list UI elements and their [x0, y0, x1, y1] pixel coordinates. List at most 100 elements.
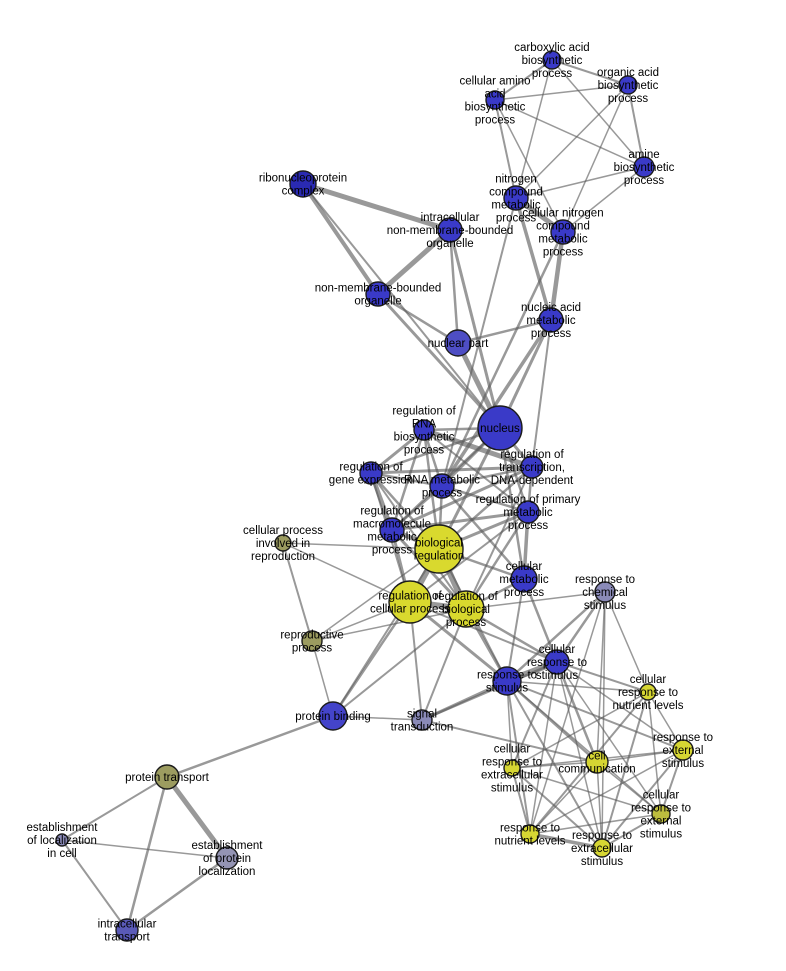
- edge-bioReg-reproduction: [311, 548, 440, 642]
- edge-regPrimary-regMacro: [390, 510, 530, 532]
- node-reproduction[interactable]: [301, 630, 323, 652]
- edge-cellRespNutrient-cellRespExtra: [511, 691, 649, 769]
- node-regCellProc[interactable]: [388, 580, 432, 624]
- edge-organelle-nuclearPart: [376, 292, 460, 345]
- edge-carboxylic-amine: [551, 59, 645, 168]
- node-respChem[interactable]: [594, 581, 616, 603]
- edge-cellRespStim-respExtra: [556, 661, 603, 849]
- edge-aminoAcid-nitrogen: [494, 99, 517, 199]
- node-estProtLoc[interactable]: [215, 846, 239, 870]
- node-regGene[interactable]: [359, 461, 383, 485]
- node-respNutrient[interactable]: [520, 824, 540, 844]
- edge-cellComm-respExtra: [596, 761, 603, 849]
- edge-cellRespStim-respExternal: [556, 661, 684, 751]
- edge-proteinTransport-estLoc: [61, 776, 168, 841]
- node-cellProcRepro[interactable]: [274, 534, 292, 552]
- edge-cellMetab-cellRespStim: [522, 577, 559, 664]
- edge-respChem-cellRespStim: [555, 590, 607, 664]
- edge-rnp-intraOrganelle: [300, 181, 453, 233]
- edge-respChem-respNutrient: [529, 591, 606, 835]
- node-estLoc[interactable]: [55, 833, 69, 847]
- edge-respStim-cellRespNutrient: [506, 680, 649, 693]
- node-cellRespNutrient[interactable]: [639, 683, 657, 701]
- node-proteinTransport[interactable]: [154, 764, 180, 790]
- node-respStim[interactable]: [492, 666, 522, 696]
- node-rnaMetab[interactable]: [429, 473, 455, 499]
- edge-intraOrganelle-organelle: [375, 227, 453, 297]
- node-regRna[interactable]: [413, 419, 435, 441]
- edge-organicAcid-cellNitrogen: [562, 84, 629, 233]
- node-nucleus[interactable]: [477, 405, 523, 451]
- edge-amine-nitrogen: [515, 166, 645, 199]
- node-nucleicAcid[interactable]: [538, 307, 564, 333]
- edge-regCellProc-cellRespStim: [409, 601, 558, 663]
- edge-cellComm-respNutrient: [529, 761, 598, 835]
- edge-cellNitrogen-nucleicAcid: [548, 229, 566, 323]
- edge-nucleus-cellMetab: [498, 426, 526, 581]
- edge-aminoAcid-cellNitrogen: [494, 99, 564, 233]
- edge-signalTrans-cellComm: [421, 719, 598, 763]
- nodes-layer: [55, 50, 694, 942]
- node-amine[interactable]: [633, 156, 655, 178]
- node-regMacro[interactable]: [379, 517, 405, 543]
- edge-cellRespExtra-cellRespExternal: [511, 767, 662, 815]
- edge-regRna-regPrimary: [423, 429, 529, 513]
- node-cellMetab[interactable]: [510, 565, 538, 593]
- edge-cellRespStim-cellComm: [555, 660, 599, 764]
- node-proteinBinding[interactable]: [318, 701, 348, 731]
- node-respExtra[interactable]: [592, 838, 612, 858]
- edge-regPrimary-regBioProc: [464, 510, 530, 611]
- edge-cellProcRepro-reproduction: [282, 542, 313, 642]
- edge-regTranscription-regGene: [369, 465, 534, 475]
- node-intraTransport[interactable]: [115, 918, 139, 942]
- node-nitrogen[interactable]: [503, 185, 529, 211]
- edge-cellRespExtra-cellComm: [511, 761, 598, 769]
- node-cellNitrogen[interactable]: [550, 219, 576, 245]
- edge-respExternal-cellComm: [596, 749, 684, 763]
- node-cellRespExternal[interactable]: [651, 804, 671, 824]
- node-organelle[interactable]: [365, 281, 391, 307]
- edge-organicAcid-aminoAcid: [494, 84, 629, 101]
- node-intraOrganelle[interactable]: [437, 217, 463, 243]
- edge-cellRespExternal-respExtra: [601, 813, 662, 849]
- node-regPrimary[interactable]: [516, 500, 540, 524]
- edge-intraOrganelle-nucleus: [448, 228, 502, 430]
- node-respExternal[interactable]: [672, 739, 694, 761]
- node-cellRespStim[interactable]: [544, 649, 570, 675]
- edge-aminoAcid-amine: [494, 99, 645, 168]
- edge-respNutrient-respExtra: [528, 832, 604, 850]
- node-aminoAcid[interactable]: [485, 90, 505, 110]
- edge-cellRespStim-respNutrient: [529, 661, 558, 835]
- edge-respExternal-cellRespExternal: [660, 749, 684, 815]
- edge-regBioProc-signalTrans: [421, 608, 467, 721]
- edge-regRna-regTranscription: [421, 427, 535, 470]
- node-nuclearPart[interactable]: [444, 329, 472, 357]
- edge-cellRespStim-cellRespExtra: [511, 661, 558, 769]
- edge-regCellProc-proteinBinding: [331, 600, 412, 718]
- edge-cellComm-cellRespExternal: [596, 761, 662, 815]
- edge-respStim-cellRespExternal: [506, 680, 662, 815]
- edge-regBioProc-proteinBinding: [332, 608, 467, 717]
- node-organicAcid[interactable]: [618, 75, 638, 95]
- edge-cellProcRepro-regCellProc: [282, 542, 411, 603]
- edge-proteinBinding-proteinTransport: [165, 714, 335, 779]
- edge-carboxylic-nitrogen: [515, 59, 553, 199]
- node-regTranscription[interactable]: [520, 455, 544, 479]
- node-cellRespExtra[interactable]: [503, 759, 521, 777]
- edge-proteinTransport-estProtLoc: [164, 774, 230, 861]
- node-regBioProc[interactable]: [447, 590, 485, 628]
- node-signalTrans[interactable]: [411, 709, 433, 731]
- edge-regTranscription-regMacro: [390, 465, 534, 532]
- node-cellComm[interactable]: [585, 750, 609, 774]
- edge-respChem-respStim: [505, 590, 607, 683]
- node-bioReg[interactable]: [414, 524, 464, 574]
- edge-intraOrganelle-nuclearPart: [448, 228, 460, 345]
- node-rnp[interactable]: [289, 170, 317, 198]
- edge-respExternal-respNutrient: [529, 749, 684, 835]
- edge-respStim-respNutrient: [506, 680, 531, 835]
- edge-estLoc-intraTransport: [61, 839, 128, 931]
- node-carboxylic[interactable]: [542, 50, 562, 70]
